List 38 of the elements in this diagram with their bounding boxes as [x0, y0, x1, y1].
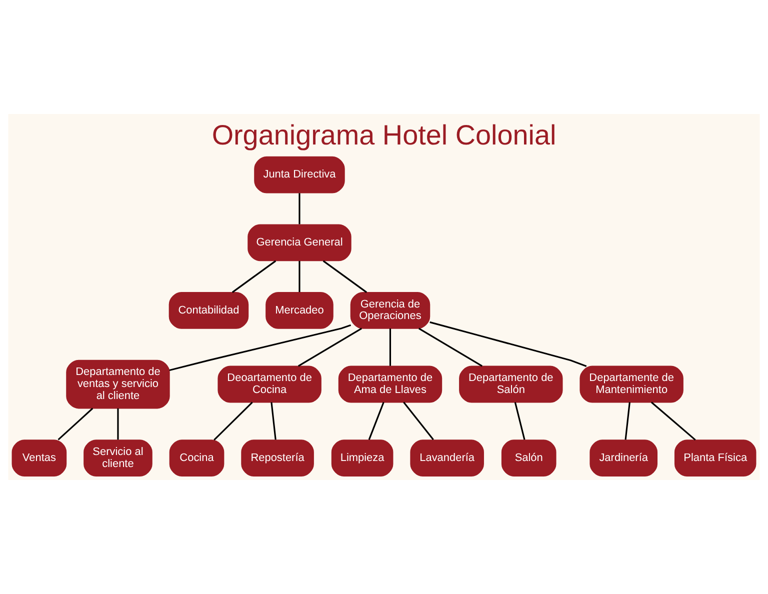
node-box: Departamento de Salón — [459, 366, 563, 403]
node-box: Cocina — [169, 440, 224, 476]
connector — [298, 260, 300, 292]
connector — [270, 402, 276, 440]
connector — [58, 408, 94, 440]
connector — [214, 402, 253, 440]
node-box: Mercadeo — [266, 292, 334, 329]
node-box: Salón — [501, 440, 556, 476]
node-box: Departamento de ventas y servicio al cliente — [66, 360, 170, 409]
node-box: Deoartamento de Cocina — [218, 366, 322, 403]
connector — [624, 402, 630, 440]
node-box: Departamento de Ama de Llaves — [338, 366, 442, 403]
connector — [232, 260, 276, 293]
node-box: Departamente de Mantenimiento — [580, 366, 684, 403]
node-box: Lavandería — [410, 440, 484, 476]
connector — [368, 402, 384, 440]
node-box: Limpieza — [331, 440, 394, 476]
connector — [169, 324, 352, 372]
node-box: Gerencia General — [248, 224, 352, 262]
node-box: Gerencia de Operaciones — [350, 292, 430, 329]
connector — [430, 321, 587, 367]
connector — [650, 402, 696, 441]
connector — [298, 328, 362, 367]
node-box: Junta Directiva — [254, 156, 345, 194]
connector — [322, 260, 368, 293]
node-box: Planta Física — [674, 440, 756, 476]
node-box: Ventas — [12, 440, 67, 476]
node-box: Servicio al cliente — [84, 440, 152, 476]
connector — [514, 402, 526, 440]
connector — [389, 328, 392, 366]
node-box: Contabilidad — [168, 292, 249, 329]
connector — [117, 408, 119, 440]
connector — [298, 193, 300, 224]
connector — [418, 328, 482, 367]
node-box: Jardinería — [590, 440, 658, 476]
diagram-title: Organigrama Hotel Colonial — [212, 119, 556, 150]
connector — [403, 402, 434, 440]
node-box: Repostería — [241, 440, 314, 476]
